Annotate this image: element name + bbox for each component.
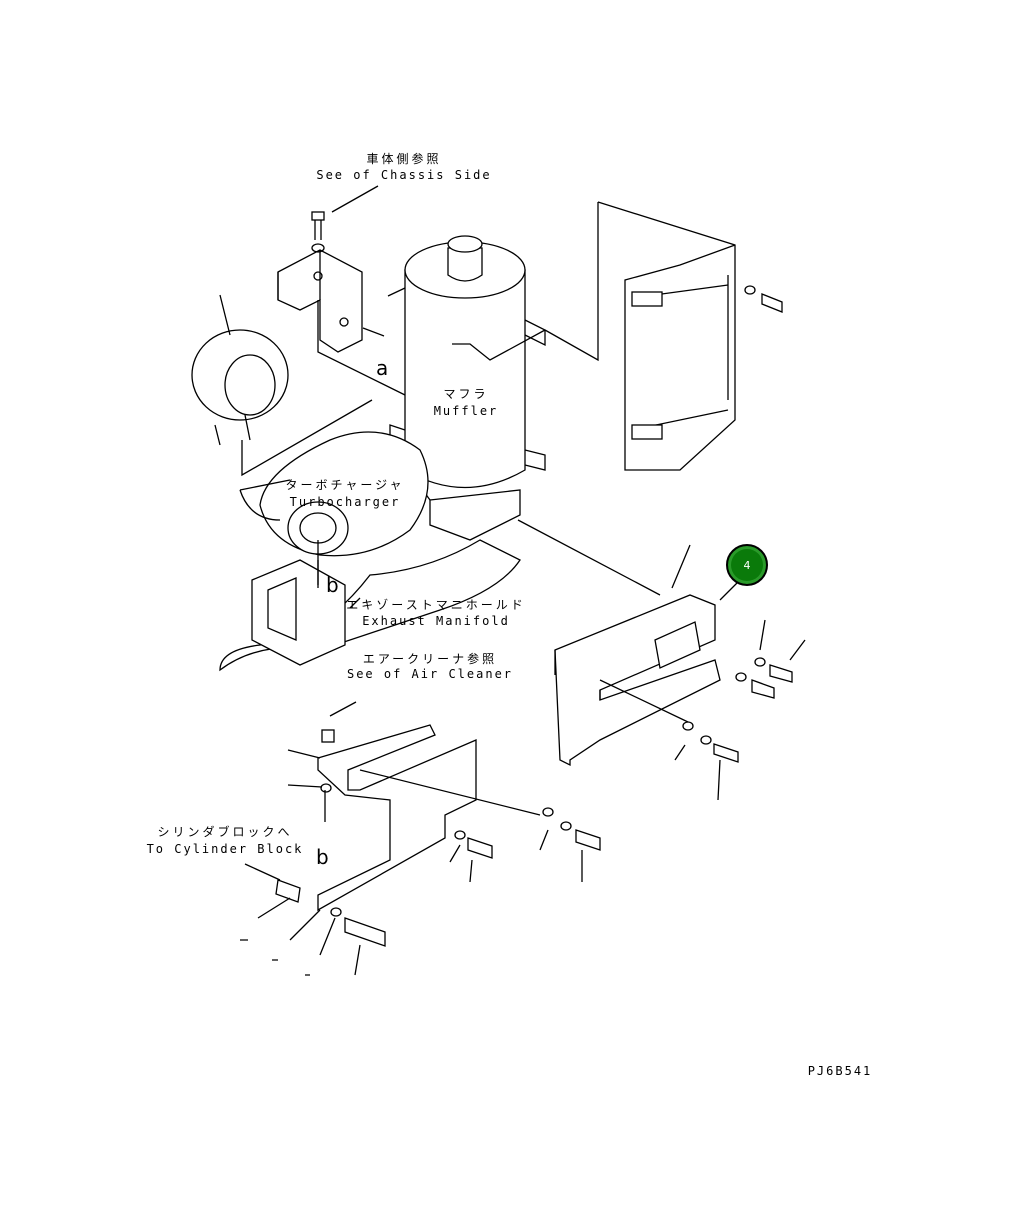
cylinder-block-label-jp: シリンダブロックへ (157, 825, 293, 839)
exhaust-manifold (219, 539, 521, 672)
reference-letter-b-lower: b (316, 845, 329, 869)
right-bracket (554, 544, 806, 801)
turbocharger (239, 431, 429, 557)
turbocharger-label-jp: ターボチャージャ (285, 478, 405, 492)
chassis-bracket (277, 211, 406, 396)
exhaust-manifold-label-jp: エキゾーストマニホールド (346, 598, 526, 612)
reference-letter-a: a (376, 356, 389, 380)
muffler (387, 235, 546, 541)
muffler-label-jp: マフラ (443, 387, 489, 401)
chassis-side-label-en: See of Chassis Side (316, 168, 492, 182)
muffler-label-en: Muffler (433, 404, 499, 418)
cylinder-block-label-en: To Cylinder Block (146, 842, 304, 856)
heat-cover (544, 201, 783, 471)
part-callout-number: 4 (743, 558, 751, 572)
turbocharger-label-en: Turbocharger (289, 495, 401, 509)
reference-letter-b-upper: b (326, 573, 339, 597)
leader-lines (240, 185, 661, 976)
air-cleaner-label-jp: エアークリーナ参照 (362, 652, 498, 666)
insulation-wrap (191, 294, 373, 477)
drawing-code: PJ6B541 (807, 1064, 873, 1078)
chassis-side-label-jp: 車体側参照 (366, 152, 442, 166)
lower-bracket (257, 724, 601, 976)
part-callout-4[interactable]: 4 (726, 544, 768, 586)
air-cleaner-label-en: See of Air Cleaner (346, 667, 514, 681)
exhaust-manifold-label-en: Exhaust Manifold (362, 614, 510, 628)
